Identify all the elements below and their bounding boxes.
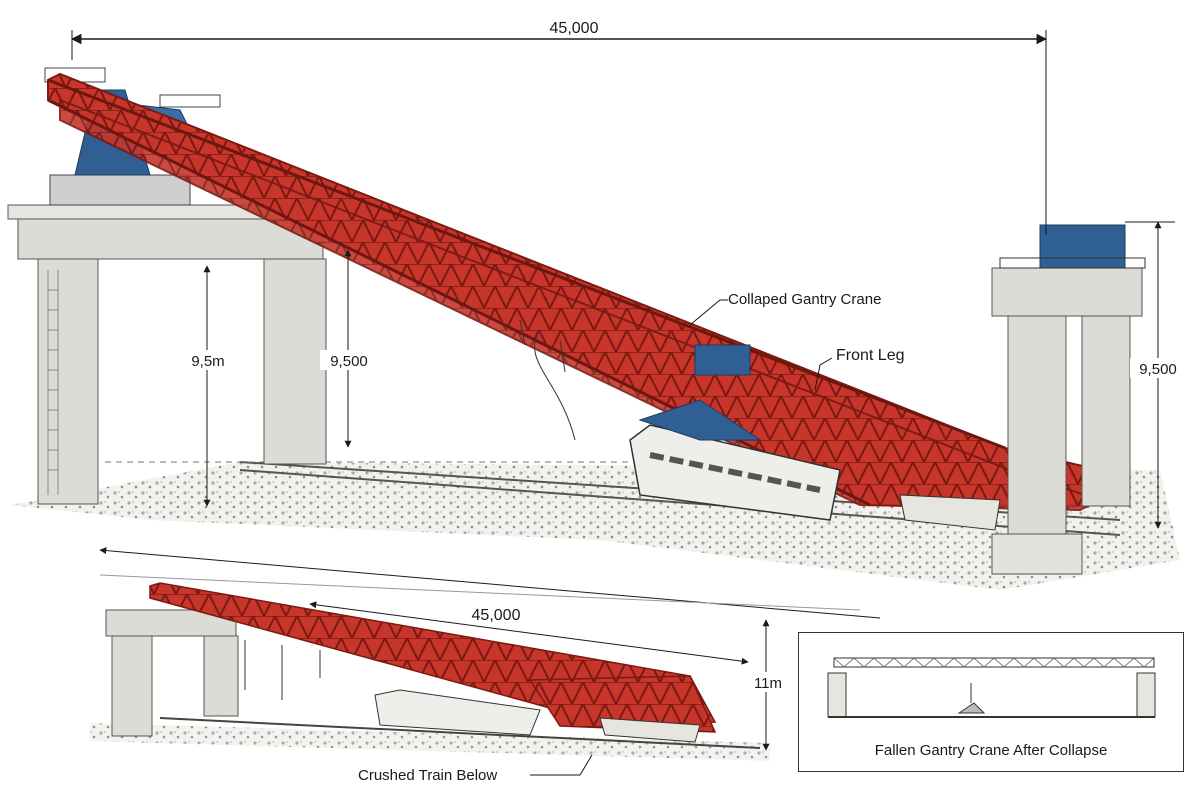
left-height-label-a: 9,5m — [191, 353, 224, 370]
top-span-label: 45,000 — [550, 20, 599, 37]
main-gantry-girder — [47, 72, 1103, 512]
left-pier — [7, 204, 331, 505]
callout-collapsed-crane: Collaped Gantry Crane — [689, 291, 881, 326]
lower-span-label: 45,000 — [472, 607, 521, 624]
callout-front-leg-label: Front Leg — [836, 347, 904, 364]
left-height-dimensions: 9,5m 9,500 — [186, 249, 378, 507]
lower-span-dimension: 45,000 — [309, 601, 749, 665]
inset-panel: Fallen Gantry Crane After Collapse — [798, 632, 1184, 772]
callout-crushed-train: Crushed Train Below — [358, 754, 593, 784]
left-height-label-b: 9,500 — [330, 353, 368, 370]
top-span-dimension: 45,000 — [70, 18, 1048, 235]
crushed-train — [629, 399, 1001, 531]
right-height-dimension: 9,500 — [1125, 221, 1186, 529]
lower-height-label: 11m — [754, 675, 782, 692]
right-pier — [991, 224, 1146, 575]
lower-view — [89, 547, 881, 761]
callout-front-leg: Front Leg — [814, 347, 904, 391]
callout-collapsed-crane-label: Collaped Gantry Crane — [728, 291, 881, 308]
lower-height-dimension: 11m — [748, 619, 788, 751]
inset-schematic — [827, 657, 1156, 718]
callout-crushed-train-label: Crushed Train Below — [358, 767, 497, 784]
inset-caption: Fallen Gantry Crane After Collapse — [874, 742, 1108, 759]
right-height-label: 9,500 — [1139, 361, 1177, 378]
